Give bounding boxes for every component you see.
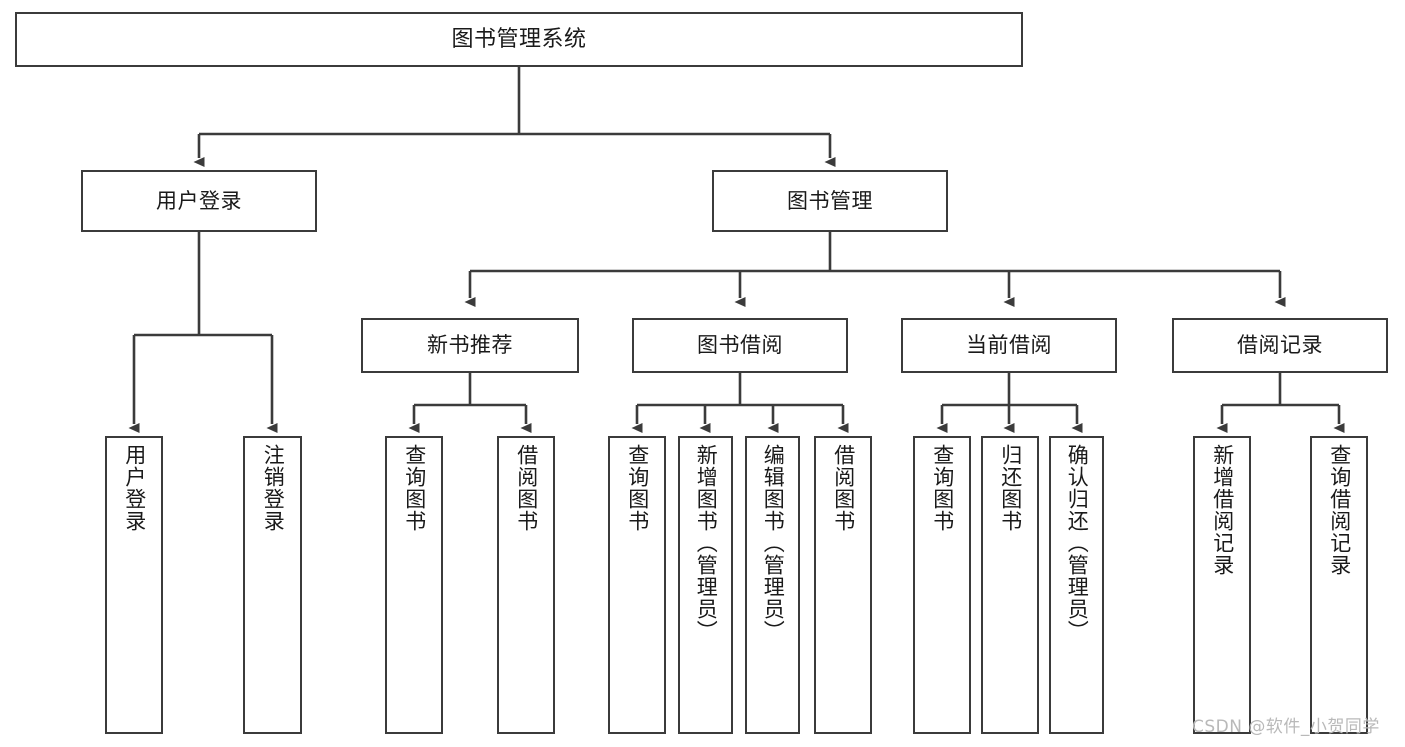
node-label: 当前借阅 (966, 333, 1052, 358)
node-label: 查询图书 (930, 444, 955, 532)
leaf-new-book-borrow-book[interactable]: 借阅图书 (497, 436, 555, 734)
node-label: 用户登录 (122, 444, 147, 532)
node-label: 图书管理 (787, 188, 873, 213)
node-label: 借阅图书 (514, 444, 539, 532)
node-label: 查询图书 (402, 444, 427, 532)
node-book-borrow[interactable]: 图书借阅 (632, 318, 848, 373)
leaf-current-borrow-return-book[interactable]: 归还图书 (981, 436, 1039, 734)
node-label: 确认归还（管理员） (1065, 444, 1090, 642)
leaf-borrow-record-add-record[interactable]: 新增借阅记录 (1193, 436, 1251, 734)
node-label: 编辑图书（管理员） (761, 444, 786, 642)
leaf-book-borrow-add-book-admin[interactable]: 新增图书（管理员） (678, 436, 733, 734)
leaf-user-login-login[interactable]: 用户登录 (105, 436, 163, 734)
leaf-book-borrow-edit-book-admin[interactable]: 编辑图书（管理员） (745, 436, 800, 734)
leaf-current-borrow-query-book[interactable]: 查询图书 (913, 436, 971, 734)
leaf-borrow-record-query-record[interactable]: 查询借阅记录 (1310, 436, 1368, 734)
node-label: 借阅图书 (831, 444, 856, 532)
leaf-user-login-logout[interactable]: 注销登录 (243, 436, 302, 734)
node-label: 借阅记录 (1237, 333, 1323, 358)
node-user-login[interactable]: 用户登录 (81, 170, 317, 232)
node-label: 查询图书 (625, 444, 650, 532)
node-label: 归还图书 (998, 444, 1023, 532)
node-new-book-recommend[interactable]: 新书推荐 (361, 318, 579, 373)
node-current-borrow[interactable]: 当前借阅 (901, 318, 1117, 373)
node-label: 新增借阅记录 (1210, 444, 1235, 576)
node-label: 新书推荐 (427, 333, 513, 358)
node-book-management[interactable]: 图书管理 (712, 170, 948, 232)
leaf-current-borrow-confirm-return-admin[interactable]: 确认归还（管理员） (1049, 436, 1104, 734)
node-label: 图书管理系统 (451, 26, 587, 52)
watermark-text: CSDN @软件_小贺同学 (1192, 717, 1380, 737)
node-label: 用户登录 (156, 188, 242, 213)
leaf-book-borrow-query-book[interactable]: 查询图书 (608, 436, 666, 734)
node-label: 图书借阅 (697, 333, 783, 358)
leaf-book-borrow-borrow-book[interactable]: 借阅图书 (814, 436, 872, 734)
node-root-system[interactable]: 图书管理系统 (15, 12, 1023, 67)
node-label: 查询借阅记录 (1327, 444, 1352, 576)
leaf-new-book-query-book[interactable]: 查询图书 (385, 436, 443, 734)
node-borrow-record[interactable]: 借阅记录 (1172, 318, 1388, 373)
node-label: 新增图书（管理员） (694, 444, 719, 642)
node-label: 注销登录 (261, 444, 286, 532)
